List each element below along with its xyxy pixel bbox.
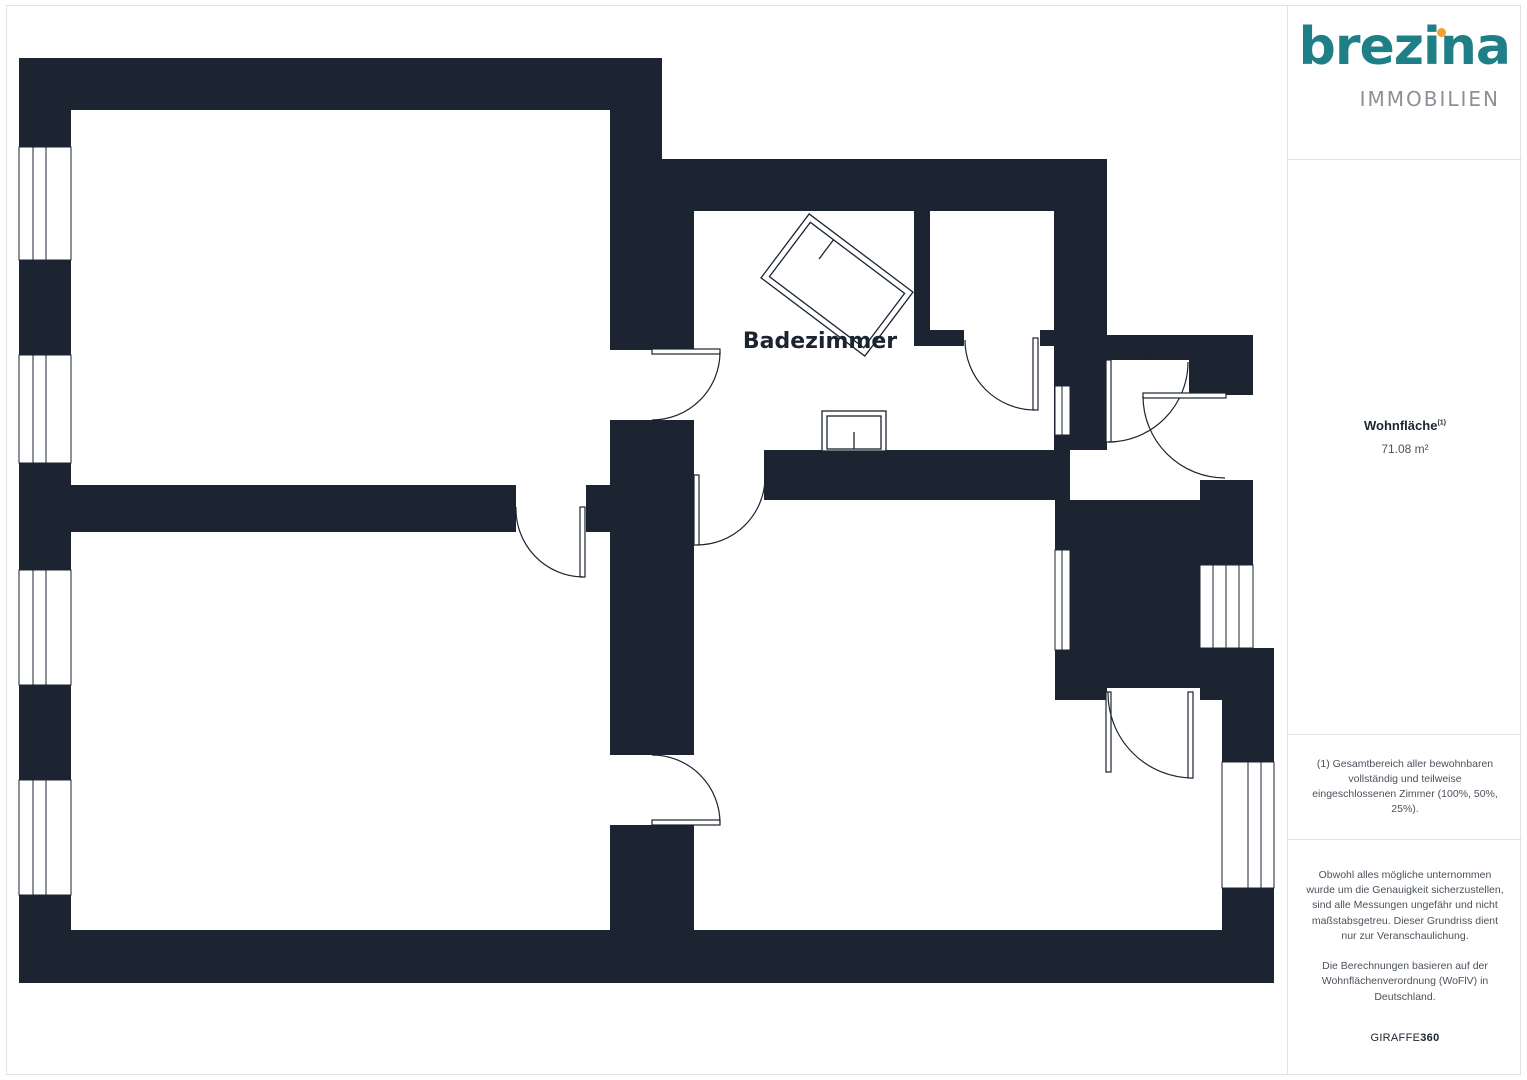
- room-label-diele: Diele: [1103, 547, 1166, 572]
- washbasin: [821, 410, 887, 452]
- area-label: Wohnfläche(1): [1364, 418, 1446, 433]
- area-panel: Wohnfläche(1) 71.08 m²: [1288, 160, 1522, 735]
- logo-wordmark: brezina: [1298, 17, 1511, 77]
- logo-panel: brezina IMMOBILIEN: [1288, 5, 1522, 160]
- bathtub: [760, 213, 914, 357]
- windows: [18, 146, 1275, 896]
- area-footnote-mark: (1): [1437, 419, 1446, 427]
- room-label-badezimmer: Badezimmer: [743, 329, 897, 354]
- logo-subtitle: IMMOBILIEN: [1359, 87, 1500, 111]
- area-value: 71.08 m²: [1381, 442, 1429, 456]
- page-frame: [6, 5, 1521, 1075]
- wall-mass: [19, 58, 1274, 983]
- logo-dot-icon: [1437, 28, 1446, 37]
- partitions: [914, 211, 1253, 700]
- floor-plan: Badezimmer Diele: [18, 58, 1275, 983]
- giraffe360-brand: GIRAFFE360: [1370, 1032, 1440, 1044]
- disclaimer-text: Obwohl alles mögliche unternommen wurde …: [1306, 869, 1504, 1003]
- disclaimer-panel: Obwohl alles mögliche unternommen wurde …: [1288, 840, 1522, 1074]
- footnote-text: (1) Gesamtbereich aller bewohnbaren voll…: [1312, 758, 1498, 815]
- info-sidebar: brezina IMMOBILIEN Wohnfläche(1) 71.08 m…: [1287, 5, 1522, 1075]
- doors: [515, 337, 1227, 826]
- footnote-panel: (1) Gesamtbereich aller bewohnbaren voll…: [1288, 735, 1522, 840]
- entry-arrow-icon: [1139, 338, 1161, 360]
